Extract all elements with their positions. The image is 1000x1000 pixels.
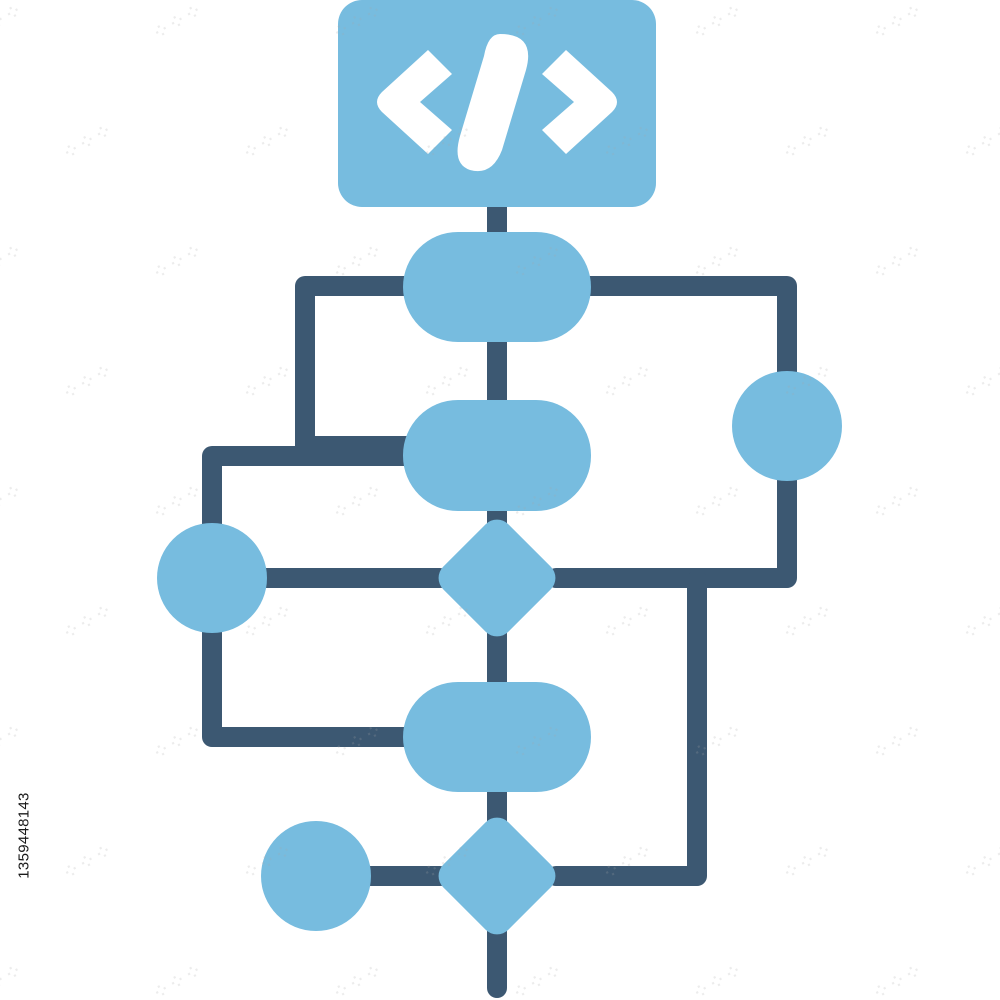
left-bracket-icon <box>377 50 452 154</box>
process-node-1 <box>403 232 591 342</box>
connector-loop-1 <box>295 276 416 456</box>
process-node-3 <box>403 682 591 792</box>
slash-icon <box>457 34 529 172</box>
code-brackets-icon <box>377 34 617 172</box>
process-node-2 <box>403 400 591 511</box>
terminal-node-right <box>732 371 842 481</box>
image-id-text: 1359448143 <box>15 791 33 879</box>
decision-node-1 <box>438 519 556 637</box>
decision-node-2 <box>438 817 556 935</box>
terminal-node-left <box>157 523 267 633</box>
connector-loop-4 <box>546 570 707 886</box>
terminal-node-bottom <box>261 821 371 931</box>
image-id-label: 1359448143 <box>12 755 36 915</box>
right-bracket-icon <box>542 50 617 154</box>
